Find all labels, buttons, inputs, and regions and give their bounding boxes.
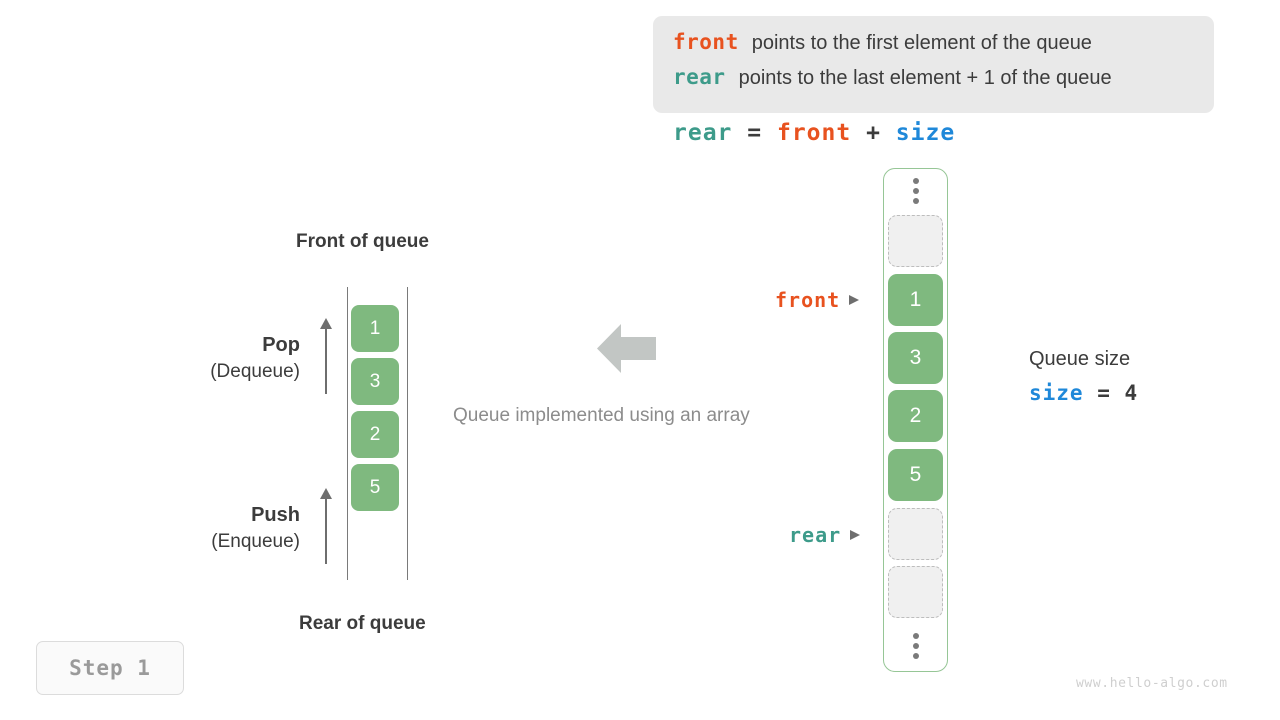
push-direction-arrow-icon (319, 488, 332, 566)
legend-text-rear: points to the last element + 1 of the qu… (738, 67, 1112, 89)
watermark: www.hello-algo.com (1076, 676, 1228, 691)
pop-direction-arrow-icon (319, 318, 332, 396)
array-slot-filled: 3 (888, 332, 943, 384)
pop-name: Pop (262, 334, 300, 356)
rear-pointer-label: rear (789, 523, 861, 547)
formula-rhs-size: size (895, 120, 956, 146)
left-arrow-icon (597, 324, 656, 373)
legend-box: front points to the first element of the… (653, 16, 1214, 113)
formula-rhs-front: front (776, 120, 852, 146)
push-alt-name: (Enqueue) (211, 531, 300, 552)
tube-cell: 5 (351, 464, 399, 511)
pop-alt-name: (Dequeue) (210, 361, 300, 382)
array-slot-filled: 5 (888, 449, 943, 501)
tube-cell: 3 (351, 358, 399, 405)
legend-text-front: points to the first element of the queue (751, 32, 1092, 54)
size-equals: = (1097, 381, 1111, 405)
size-expression: size = 4 (1029, 377, 1138, 409)
formula-lhs: rear (673, 120, 733, 146)
array-ellipsis-bottom (883, 633, 948, 659)
queue-size-block: Queue size size = 4 (1029, 344, 1138, 409)
tube-cell: 1 (351, 305, 399, 352)
legend-keyword-front: front (673, 30, 739, 54)
formula-equals: = (747, 120, 763, 146)
front-pointer-text: front (775, 288, 841, 312)
size-value: 4 (1124, 381, 1139, 405)
push-label: Push (Enqueue) (110, 502, 300, 556)
front-pointer-label: front (775, 288, 860, 312)
pointer-arrowhead-icon (849, 295, 860, 305)
rear-of-queue-label: Rear of queue (299, 613, 426, 634)
tube-rail-left (347, 287, 348, 580)
array-ellipsis-top (883, 178, 948, 204)
pop-label: Pop (Dequeue) (110, 332, 300, 386)
array-slot-empty (888, 566, 943, 618)
legend-row-rear: rear points to the last element + 1 of t… (673, 65, 1194, 100)
tube-cell: 2 (351, 411, 399, 458)
pointer-arrowhead-icon (850, 530, 861, 540)
legend-keyword-rear: rear (673, 65, 726, 89)
array-slot-empty (888, 508, 943, 560)
queue-size-title: Queue size (1029, 348, 1131, 370)
tube-rail-right (407, 287, 408, 580)
array-slot-empty (888, 215, 943, 267)
center-caption: Queue implemented using an array (453, 405, 750, 426)
array-slot-filled: 2 (888, 390, 943, 442)
formula-rear-equals-front-plus-size: rear = front + size (673, 120, 955, 146)
step-badge: Step 1 (36, 641, 184, 695)
size-keyword: size (1029, 381, 1084, 405)
array-slot-filled: 1 (888, 274, 943, 326)
formula-plus: + (866, 120, 881, 146)
legend-row-front: front points to the first element of the… (673, 30, 1194, 65)
front-of-queue-label: Front of queue (296, 231, 429, 252)
rear-pointer-text: rear (789, 523, 842, 547)
push-name: Push (251, 504, 300, 526)
